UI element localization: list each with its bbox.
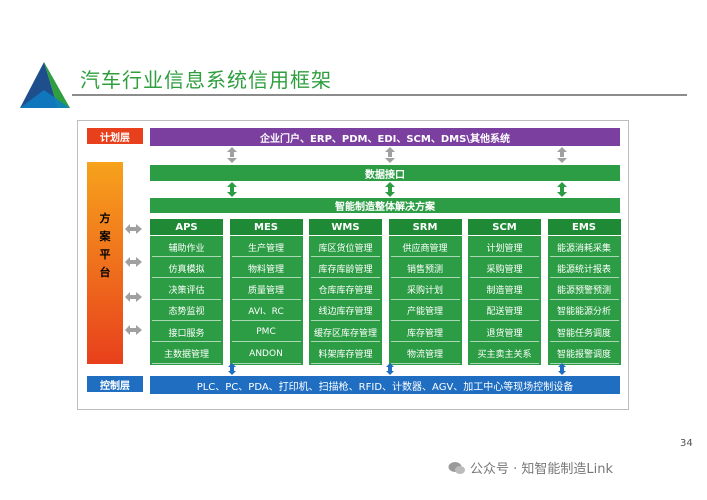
module-item: 料架库存管理 bbox=[311, 345, 380, 364]
module-item: 物料管理 bbox=[231, 259, 301, 279]
platform-label: 方 案 平 台 bbox=[87, 210, 123, 282]
module-item: 供应商管理 bbox=[390, 238, 460, 257]
platform-bar bbox=[87, 162, 123, 364]
module-item: 退货管理 bbox=[470, 323, 539, 343]
module-item: 产能管理 bbox=[390, 302, 460, 321]
module-header-aps: APS bbox=[150, 219, 223, 236]
module-header-mes: MES bbox=[229, 219, 303, 236]
module-item: ANDON bbox=[231, 345, 301, 364]
module-item: 质量管理 bbox=[231, 281, 301, 300]
module-item: 线边库存管理 bbox=[311, 302, 380, 321]
page-title: 汽车行业信息系统信用框架 bbox=[80, 68, 332, 92]
module-item: 库区货位管理 bbox=[311, 238, 380, 257]
control-layer-bar: PLC、PC、PDA、打印机、扫描枪、RFID、计数器、AGV、加工中心等现场控… bbox=[150, 376, 620, 394]
module-column bbox=[150, 219, 223, 365]
module-item: 能源消耗采集 bbox=[549, 238, 619, 257]
module-item: 缓存区库存管理 bbox=[311, 323, 380, 343]
module-column bbox=[229, 219, 303, 365]
module-item: 接口服务 bbox=[152, 323, 221, 343]
module-item: 计划管理 bbox=[470, 238, 539, 257]
page-number: 34 bbox=[680, 438, 693, 449]
module-item: 智能任务调度 bbox=[549, 323, 619, 343]
data-interface-bar: 数据接口 bbox=[150, 165, 620, 181]
module-item: 库存管理 bbox=[390, 323, 460, 343]
module-item: 决策评估 bbox=[152, 281, 221, 300]
module-header-wms: WMS bbox=[309, 219, 382, 236]
watermark: 公众号 · 知智能制造Link bbox=[448, 458, 613, 477]
module-item: 买主卖主关系 bbox=[470, 345, 539, 364]
module-item: 采购计划 bbox=[390, 281, 460, 300]
module-header-ems: EMS bbox=[547, 219, 621, 236]
plan-layer-label: 计划层 bbox=[87, 128, 143, 144]
module-item: 能源预警预测 bbox=[549, 281, 619, 300]
module-item: 仓库库存管理 bbox=[311, 281, 380, 300]
module-column bbox=[388, 219, 462, 365]
module-item: 仿真模拟 bbox=[152, 259, 221, 279]
module-item: 主数据管理 bbox=[152, 345, 221, 364]
platform-char-1: 方 bbox=[99, 212, 111, 225]
module-item: 物流管理 bbox=[390, 345, 460, 364]
module-header-srm: SRM bbox=[388, 219, 462, 236]
module-item: 销售预测 bbox=[390, 259, 460, 279]
module-item: 库存库龄管理 bbox=[311, 259, 380, 279]
module-item: 智能能源分析 bbox=[549, 302, 619, 321]
module-header-scm: SCM bbox=[468, 219, 541, 236]
module-column bbox=[309, 219, 382, 365]
module-item: 能源统计报表 bbox=[549, 259, 619, 279]
wechat-icon bbox=[448, 461, 466, 475]
module-column bbox=[547, 219, 621, 365]
platform-char-4: 台 bbox=[99, 266, 111, 279]
module-item: AVI、RC bbox=[231, 302, 301, 321]
platform-char-2: 案 bbox=[99, 230, 111, 243]
watermark-text: 公众号 · 知智能制造Link bbox=[470, 462, 614, 477]
module-item: 态势监视 bbox=[152, 302, 221, 321]
platform-char-3: 平 bbox=[99, 248, 111, 261]
module-item: 采购管理 bbox=[470, 259, 539, 279]
module-item: 生产管理 bbox=[231, 238, 301, 257]
title-divider bbox=[72, 94, 687, 96]
module-item: 制造管理 bbox=[470, 281, 539, 300]
triangle-logo-icon bbox=[20, 62, 70, 108]
control-layer-label: 控制层 bbox=[87, 376, 143, 392]
module-item: PMC bbox=[231, 323, 301, 343]
module-item: 智能报警调度 bbox=[549, 345, 619, 364]
module-column bbox=[468, 219, 541, 365]
solution-bar: 智能制造整体解决方案 bbox=[150, 198, 620, 213]
plan-layer-bar: 企业门户、ERP、PDM、EDI、SCM、DMS\其他系统 bbox=[150, 128, 620, 146]
module-item: 配送管理 bbox=[470, 302, 539, 321]
module-item: 辅助作业 bbox=[152, 238, 221, 257]
